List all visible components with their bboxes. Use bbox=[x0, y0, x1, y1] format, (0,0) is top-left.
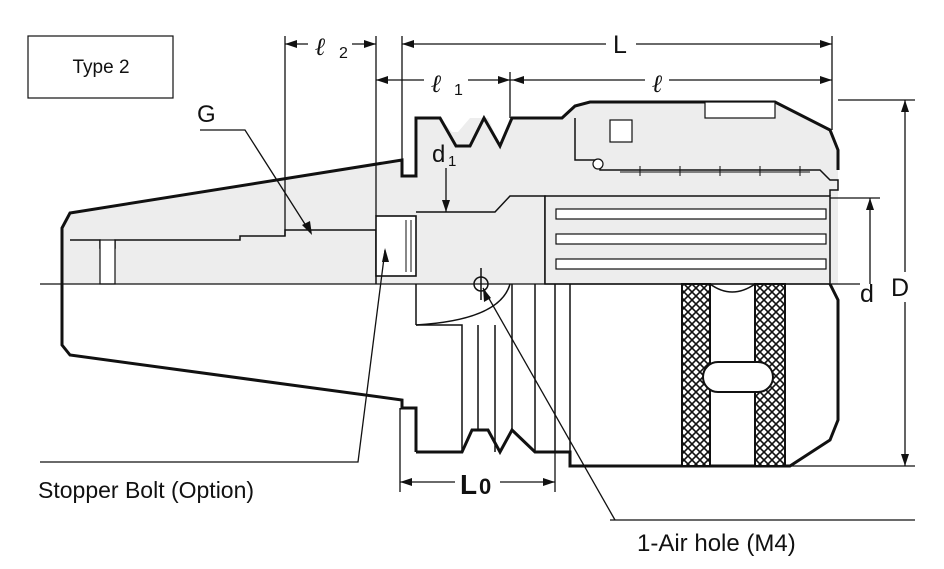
ball-pocket bbox=[609, 119, 633, 143]
dim-d1-label: d bbox=[432, 141, 445, 168]
taper-outline-lower bbox=[60, 284, 418, 452]
leader-air-arrow bbox=[483, 288, 491, 302]
upper-section bbox=[60, 100, 840, 285]
flange-outline-lower bbox=[416, 283, 840, 468]
stopper-bolt bbox=[375, 215, 417, 277]
lower-view bbox=[60, 283, 840, 468]
dim-L0-subscript: 0 bbox=[479, 474, 491, 499]
dim-l-label: ℓ bbox=[652, 69, 663, 98]
l2-label-bg bbox=[308, 32, 352, 56]
callout-stopper-bolt: Stopper Bolt (Option) bbox=[38, 477, 254, 503]
air-channel bbox=[415, 283, 511, 326]
slot-2 bbox=[555, 233, 827, 245]
l1-label-bg bbox=[424, 68, 468, 92]
dim-l2-label: ℓ bbox=[315, 32, 326, 61]
stopper-bolt-thread bbox=[405, 220, 412, 272]
slot-3 bbox=[555, 258, 827, 270]
flange-grooves bbox=[416, 284, 571, 452]
dim-l1-label: ℓ bbox=[431, 69, 442, 98]
spring-detail bbox=[620, 166, 810, 176]
leader-stopper-bolt bbox=[40, 249, 386, 463]
L0-label-bg bbox=[455, 466, 500, 498]
callout-labels: G Stopper Bolt (Option) 1-Air hole (M4) bbox=[38, 101, 796, 557]
callout-G: G bbox=[197, 101, 216, 128]
nut-slot bbox=[702, 361, 774, 393]
L-label-bg bbox=[606, 30, 636, 56]
D-label-bg bbox=[886, 272, 914, 302]
leader-G-arrow bbox=[302, 221, 312, 235]
leaders bbox=[40, 129, 616, 521]
dim-D-label: D bbox=[891, 274, 909, 302]
air-hole-marker bbox=[473, 268, 489, 300]
dim-l2-subscript: 2 bbox=[339, 45, 348, 62]
callout-air-hole: 1-Air hole (M4) bbox=[637, 530, 796, 557]
nut-window bbox=[704, 101, 776, 119]
type-box-frame bbox=[27, 35, 174, 99]
leader-G bbox=[200, 129, 311, 233]
type-box: Type 2 bbox=[27, 35, 174, 99]
leader-air-hole bbox=[482, 287, 616, 521]
nut-internal bbox=[574, 118, 839, 196]
dim-d-arrow bbox=[866, 198, 874, 210]
bore-groove bbox=[99, 239, 116, 285]
nut-notch bbox=[709, 283, 756, 293]
slot-1 bbox=[555, 208, 827, 220]
l-label-bg bbox=[645, 68, 669, 92]
dim-d-label: d bbox=[860, 280, 874, 308]
type-label: Type 2 bbox=[72, 57, 129, 78]
dimension-labels: L ℓ 2 ℓ 1 ℓ d 1 d D L 0 bbox=[308, 30, 914, 500]
dim-d1-subscript: 1 bbox=[448, 153, 456, 170]
leader-stopper-arrow bbox=[382, 248, 389, 262]
dim-L-label: L bbox=[613, 31, 627, 59]
dim-l1-subscript: 1 bbox=[454, 82, 463, 99]
dim-L0-label: L bbox=[460, 469, 477, 500]
dim-d1-arrow bbox=[442, 200, 450, 212]
ball bbox=[592, 158, 604, 170]
